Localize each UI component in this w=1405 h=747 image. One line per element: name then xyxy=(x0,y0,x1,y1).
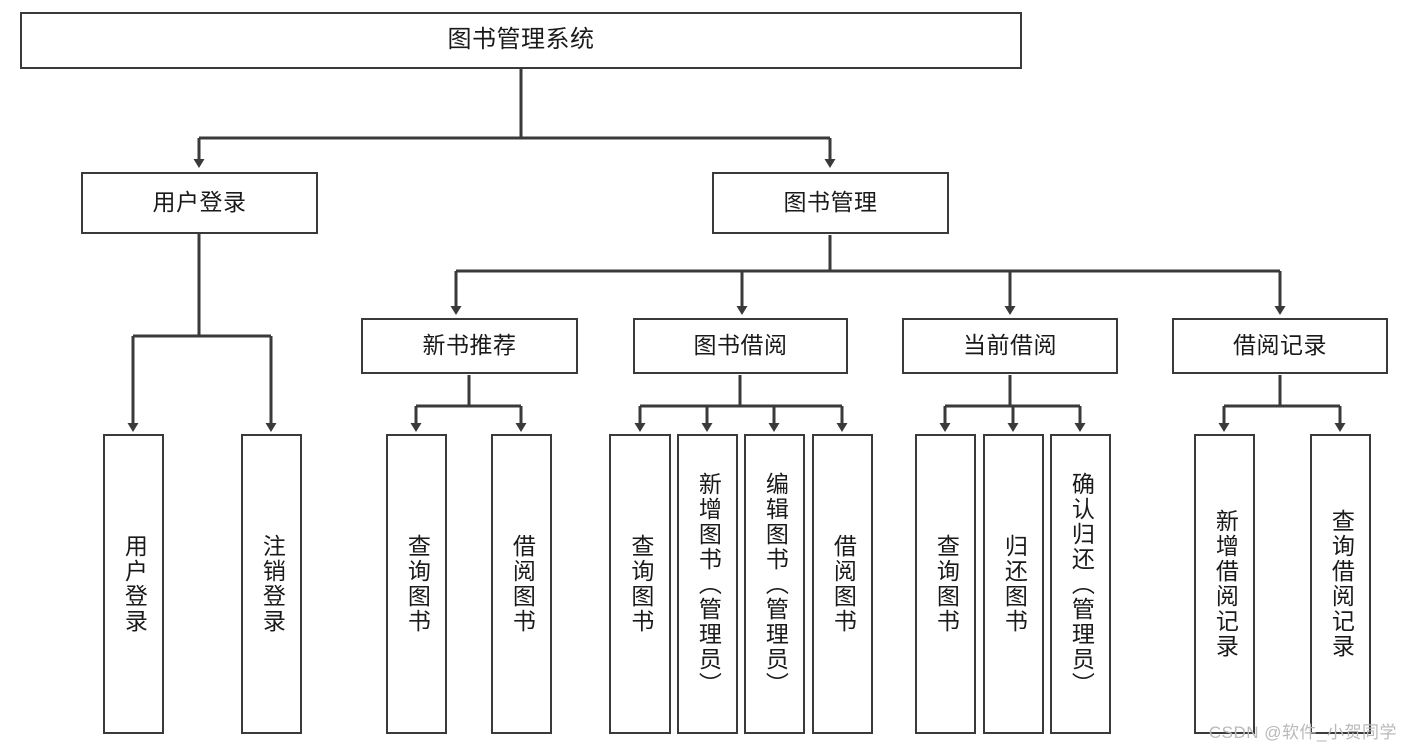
node-leaf-logout-login[interactable]: 注销登录 xyxy=(241,434,302,734)
node-leaf-edit-book[interactable]: 编辑图书（管理员） xyxy=(744,434,805,734)
node-label: 查询图书 xyxy=(627,534,654,634)
node-label: 新书推荐 xyxy=(422,332,517,359)
node-label: 注销登录 xyxy=(259,534,286,634)
node-label: 新增借阅记录 xyxy=(1212,509,1239,659)
node-user-login[interactable]: 用户登录 xyxy=(81,172,318,234)
node-leaf-query-book-2[interactable]: 查询图书 xyxy=(609,434,671,734)
node-label: 图书借阅 xyxy=(693,332,788,359)
node-leaf-borrow-book-1[interactable]: 借阅图书 xyxy=(491,434,552,734)
node-root-book-management-system[interactable]: 图书管理系统 xyxy=(20,12,1022,69)
node-leaf-return-book[interactable]: 归还图书 xyxy=(983,434,1044,734)
node-leaf-add-record[interactable]: 新增借阅记录 xyxy=(1194,434,1255,734)
node-leaf-query-book-3[interactable]: 查询图书 xyxy=(915,434,976,734)
node-leaf-confirm-return[interactable]: 确认归还（管理员） xyxy=(1050,434,1111,734)
node-leaf-query-book-1[interactable]: 查询图书 xyxy=(386,434,447,734)
node-label: 用户登录 xyxy=(152,189,247,216)
node-label: 图书管理 xyxy=(783,189,878,216)
node-leaf-add-book[interactable]: 新增图书（管理员） xyxy=(677,434,738,734)
node-label: 借阅图书 xyxy=(509,534,536,634)
node-leaf-borrow-book-2[interactable]: 借阅图书 xyxy=(812,434,873,734)
node-current-borrow[interactable]: 当前借阅 xyxy=(902,318,1118,374)
node-label: 当前借阅 xyxy=(963,332,1057,359)
node-label: 归还图书 xyxy=(1001,534,1028,634)
node-borrow-record[interactable]: 借阅记录 xyxy=(1172,318,1388,374)
node-book-borrow[interactable]: 图书借阅 xyxy=(633,318,848,374)
node-new-book-recommend[interactable]: 新书推荐 xyxy=(361,318,578,374)
node-label: 查询借阅记录 xyxy=(1328,509,1355,659)
node-label: 查询图书 xyxy=(404,534,431,634)
node-book-management[interactable]: 图书管理 xyxy=(712,172,949,234)
node-label: 用户登录 xyxy=(121,534,148,634)
node-label: 借阅图书 xyxy=(830,534,857,634)
node-leaf-query-record[interactable]: 查询借阅记录 xyxy=(1310,434,1371,734)
node-label: 新增图书（管理员） xyxy=(695,471,722,697)
node-leaf-user-login[interactable]: 用户登录 xyxy=(103,434,164,734)
node-label: 查询图书 xyxy=(933,534,960,634)
node-label: 借阅记录 xyxy=(1233,332,1327,359)
node-label: 确认归还（管理员） xyxy=(1068,471,1095,697)
csdn-watermark: CSDN @软件_小贺同学 xyxy=(1208,723,1397,742)
node-label: 图书管理系统 xyxy=(447,26,595,54)
node-label: 编辑图书（管理员） xyxy=(762,471,789,697)
